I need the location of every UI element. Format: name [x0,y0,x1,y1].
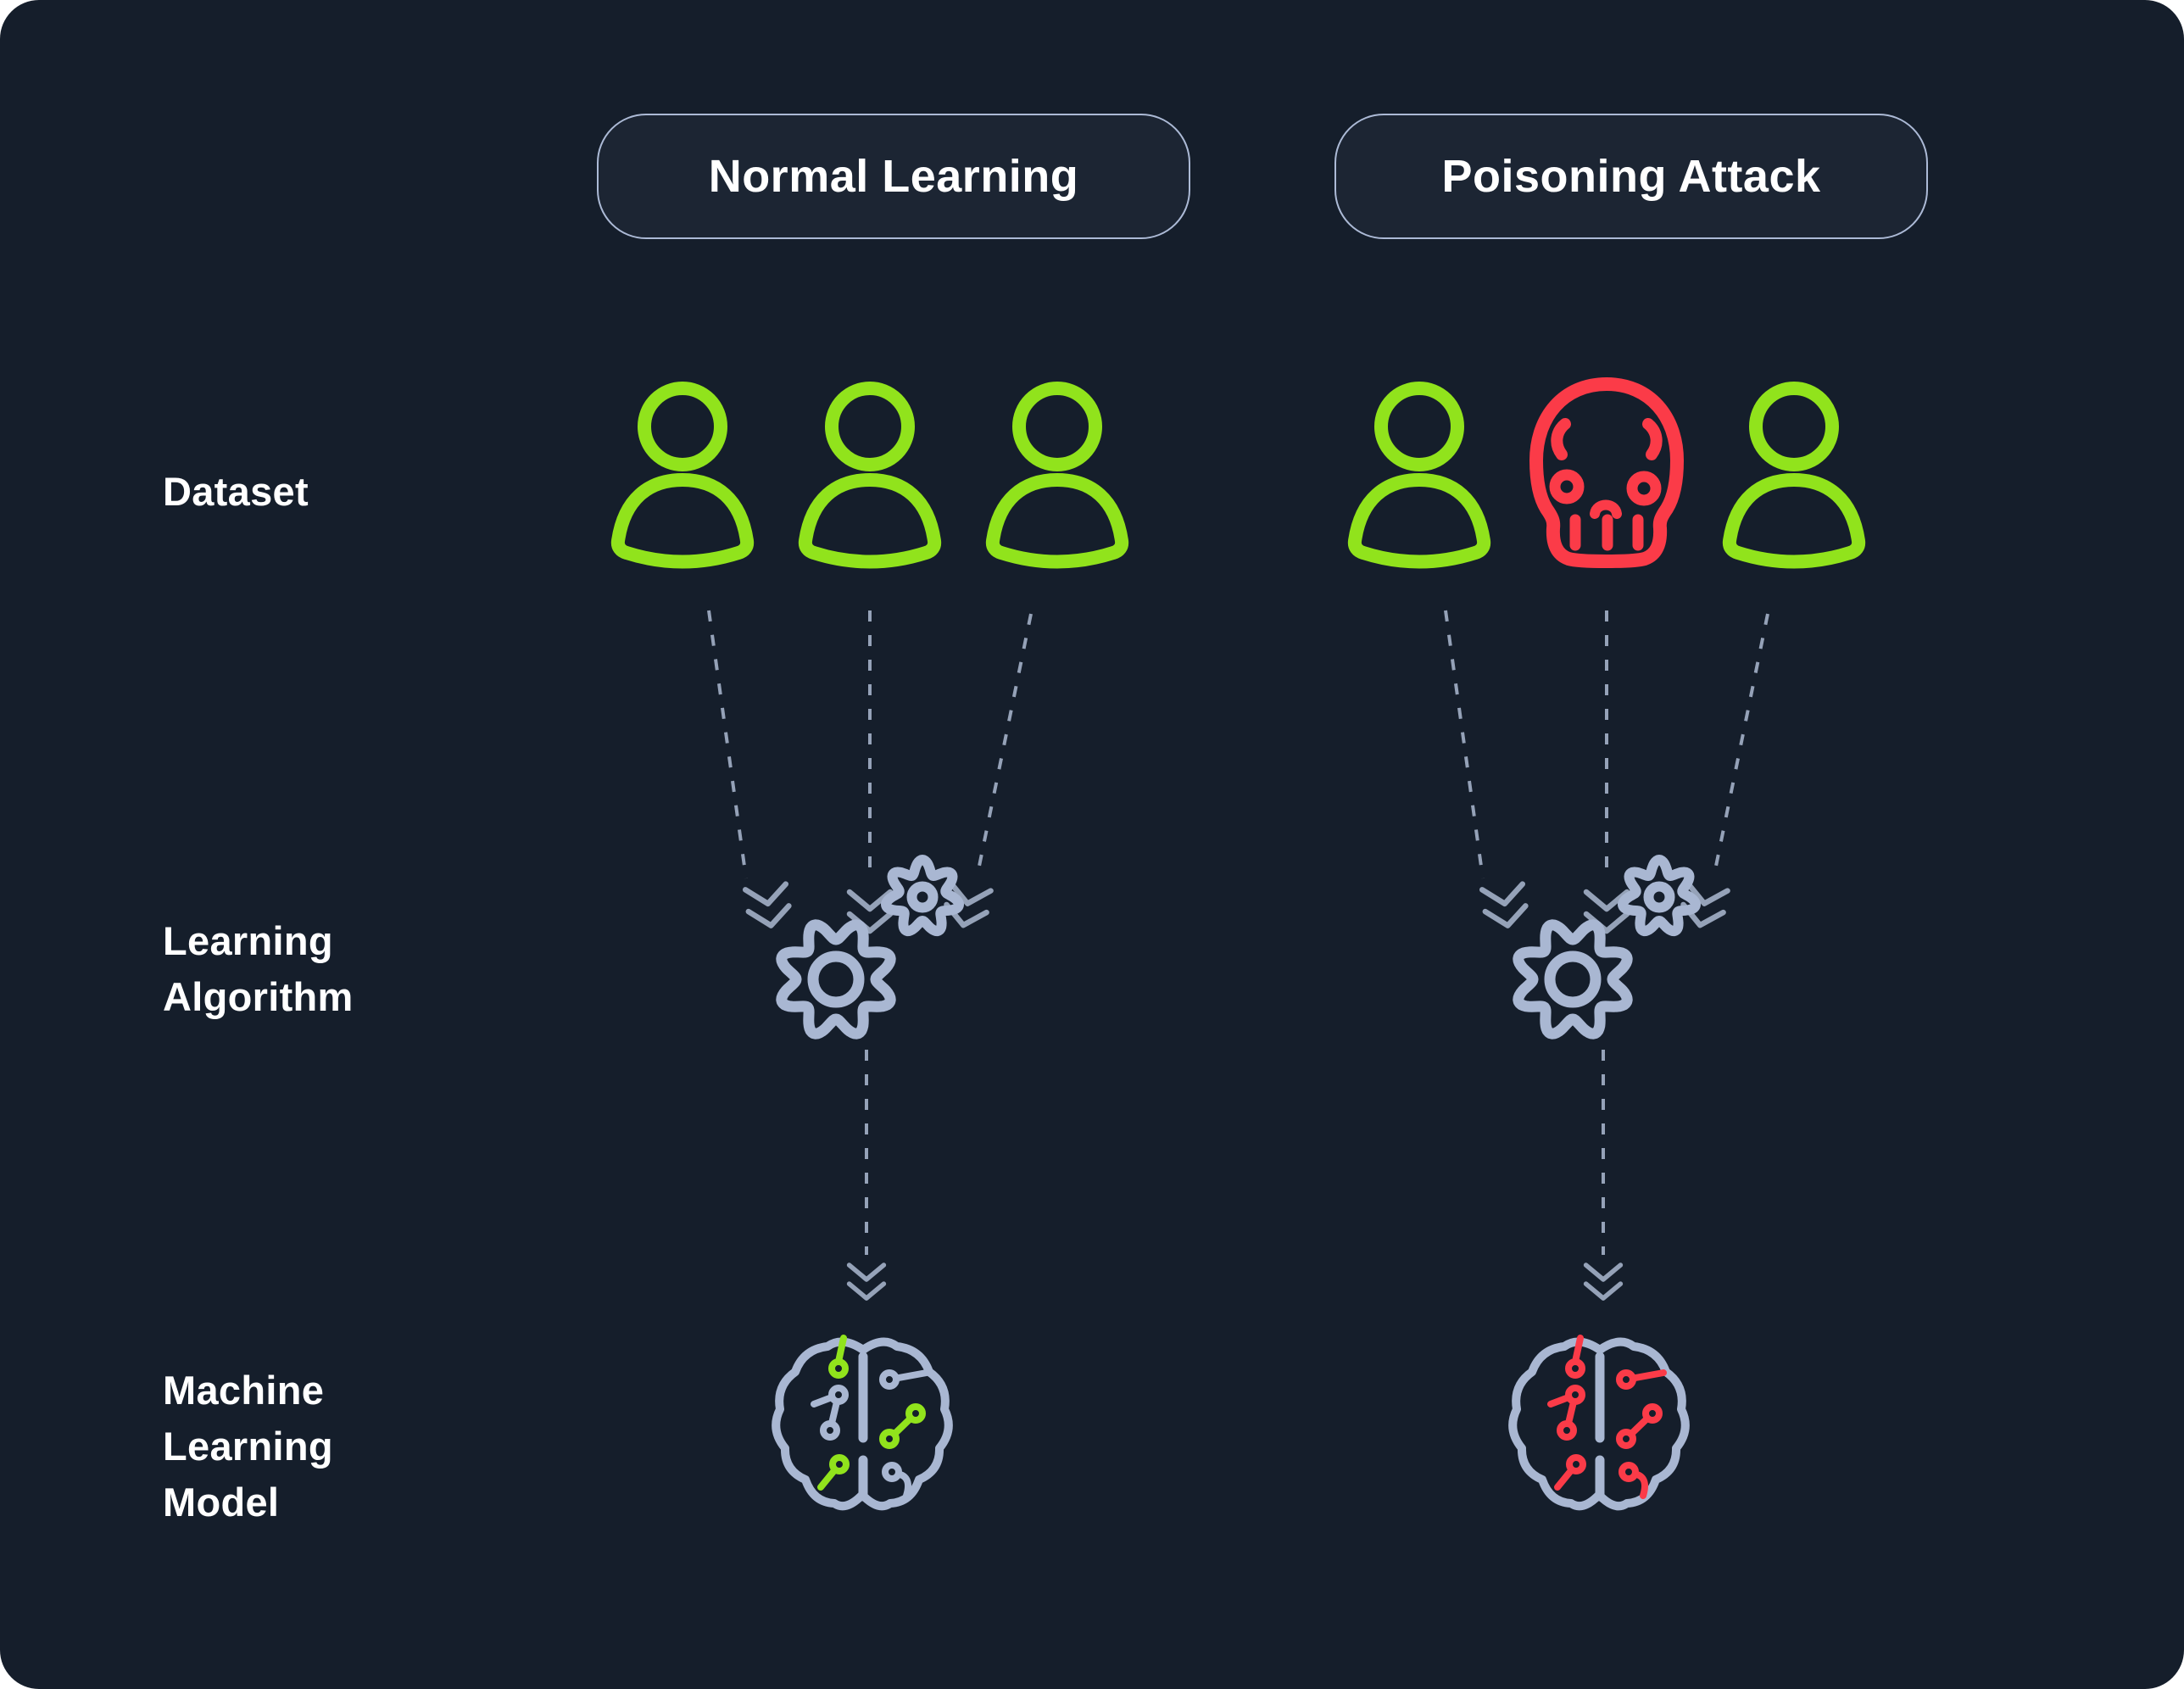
learning-algorithm-gears [776,855,964,1040]
dashed-arrow-down [707,610,748,879]
row-label-machine-learning-model: Machine Learning Model [163,1368,333,1525]
row-label-learning-algorithm: Learning Algorithm [163,918,354,1019]
gear-small-icon [881,855,964,937]
double-chevron-arrowhead [742,881,792,928]
person-icon [1347,382,1491,569]
double-chevron-arrowhead [846,1263,887,1301]
row-label-dataset: Dataset [163,469,309,514]
person-icon [1722,382,1866,569]
person-icon [798,382,942,569]
brain-circuit-icon [772,1335,953,1511]
gear-large-icon [1513,919,1633,1040]
column-header-label: Poisoning Attack [1441,151,1821,202]
column-header-poisoning-attack: Poisoning Attack [1334,114,1928,239]
dashed-arrow-down [1444,610,1485,879]
gear-large-icon [776,919,896,1040]
column-header-normal-learning: Normal Learning [597,114,1190,239]
skull-icon [1529,377,1684,568]
person-icon [610,382,755,569]
person-icon [985,382,1129,569]
double-chevron-arrowhead [1583,1263,1624,1301]
learning-algorithm-gears [1513,855,1701,1040]
double-chevron-arrowhead [1479,881,1529,928]
gear-small-icon [1618,855,1701,937]
dashed-arrow-down [1712,613,1769,879]
dashed-arrow-down [975,613,1033,879]
brain-circuit-icon [1508,1335,1690,1511]
column-header-label: Normal Learning [708,151,1079,202]
